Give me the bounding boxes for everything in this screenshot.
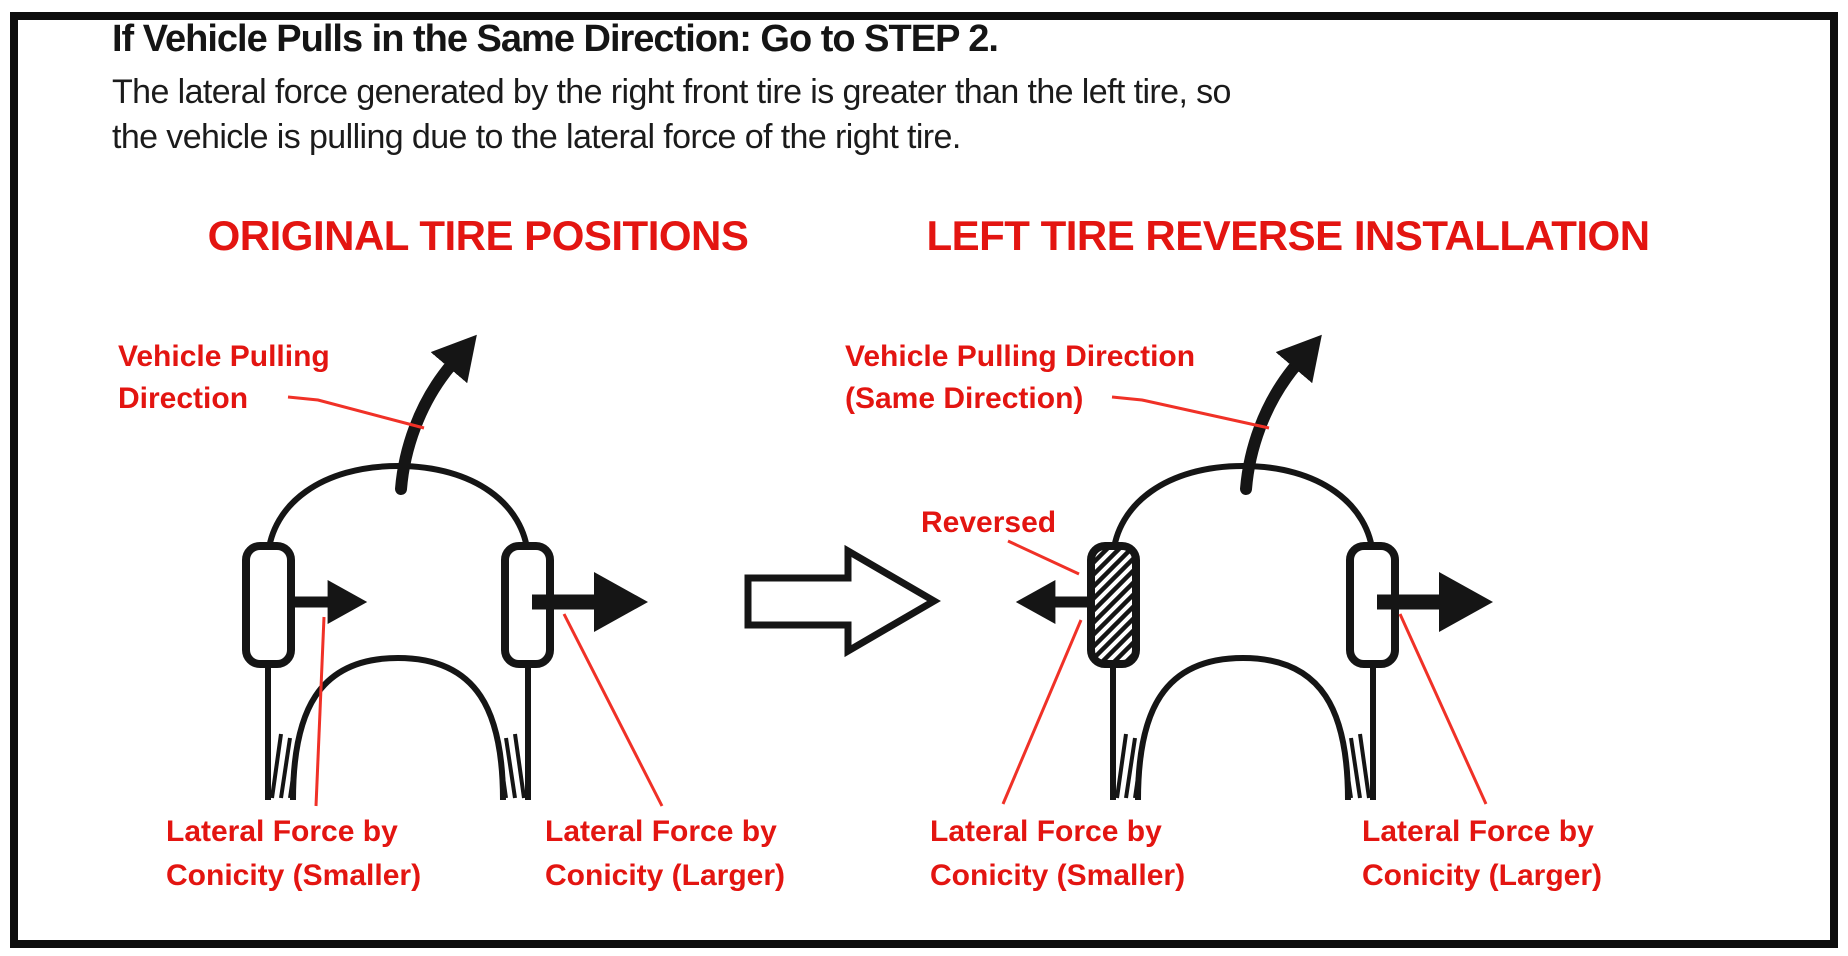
vehicle-pulling-arrow — [395, 334, 477, 495]
tire-left — [242, 542, 295, 668]
heading-left-tire-reverse-installation: LEFT TIRE REVERSE INSTALLATION — [926, 212, 1650, 259]
leader-force-larger-left — [562, 613, 664, 807]
leader-force-smaller-left — [314, 616, 326, 807]
description-line-1: The lateral force generated by the right… — [112, 73, 1231, 111]
description-text: The lateral force generated by the right… — [112, 70, 1231, 160]
leader-lines-left — [287, 395, 664, 807]
label-lateral-force-larger-right: Lateral Force by Conicity (Larger) — [1362, 815, 1603, 892]
car-windshield-arc — [1135, 654, 1351, 801]
label-vehicle-pulling-direction-right: Vehicle Pulling Direction (Same Directio… — [845, 340, 1196, 415]
car-reversed-diagram — [1015, 334, 1493, 801]
car-body-outline — [265, 462, 531, 800]
car-pillar-hatch-left — [270, 733, 300, 799]
figure-border — [10, 12, 1838, 948]
car-windshield-arc — [290, 654, 506, 801]
car-original-diagram — [242, 334, 648, 801]
label-lateral-force-smaller-left: Lateral Force by Conicity (Smaller) — [166, 815, 422, 892]
car-pillar-hatch-left — [1115, 733, 1145, 799]
label-lateral-force-larger-left: Lateral Force by Conicity (Larger) — [545, 815, 786, 892]
vehicle-pulling-arrow — [1240, 334, 1322, 495]
description-line-2: the vehicle is pulling due to the latera… — [112, 118, 961, 156]
label-vehicle-pulling-direction-left: Vehicle Pulling Direction — [118, 340, 330, 415]
label-lateral-force-smaller-right: Lateral Force by Conicity (Smaller) — [930, 815, 1186, 892]
car-pillar-hatch-right — [1341, 733, 1371, 799]
car-body-outline — [1110, 462, 1376, 800]
label-reversed: Reversed — [921, 506, 1057, 539]
tire-left-reversed-hatched — [1087, 542, 1140, 668]
leader-lines-right — [1001, 395, 1488, 805]
transition-arrow — [744, 544, 941, 658]
leader-vehicle-pulling-left — [287, 395, 425, 430]
leader-force-larger-right — [1398, 613, 1488, 805]
page-title: If Vehicle Pulls in the Same Direction: … — [112, 18, 999, 60]
leader-vehicle-pulling-right — [1111, 395, 1270, 430]
leader-force-smaller-right — [1001, 619, 1083, 805]
heading-original-tire-positions: ORIGINAL TIRE POSITIONS — [207, 212, 749, 259]
leader-reversed — [1007, 539, 1080, 576]
car-pillar-hatch-right — [496, 733, 526, 799]
